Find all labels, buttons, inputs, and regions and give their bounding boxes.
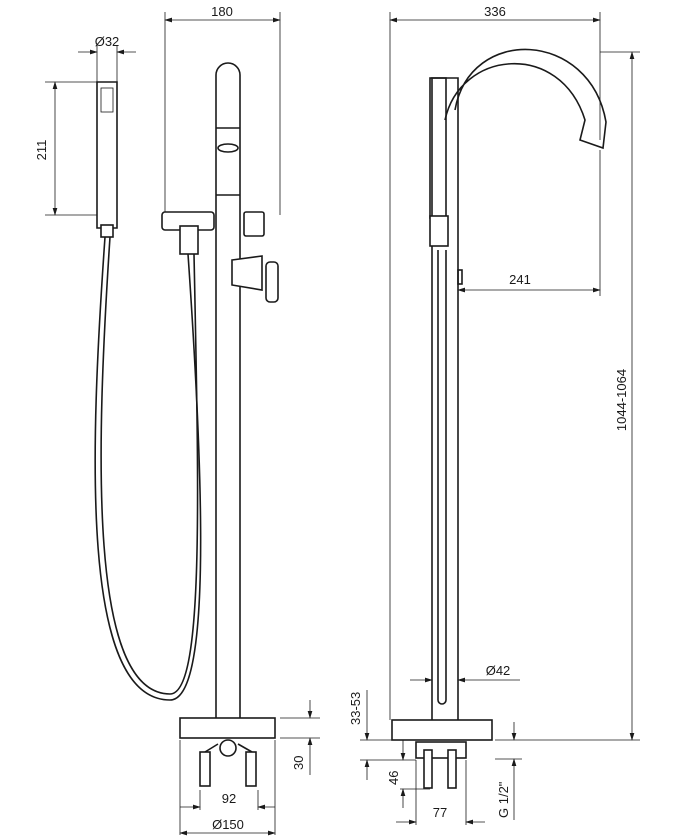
dimension-180: 180 <box>164 4 281 215</box>
bolt-spacing-label: 92 <box>222 791 236 806</box>
handshower-length-label: 211 <box>34 140 49 161</box>
side-view: 336 241 1044-1064 Ø42 33-53 <box>348 4 640 825</box>
stem-diameter-label: Ø42 <box>486 663 511 678</box>
spout <box>444 48 607 150</box>
connection-width-label: 77 <box>433 805 447 820</box>
faucet-stem <box>215 62 241 718</box>
thread-label: G 1/2" <box>496 781 511 818</box>
hose-connector <box>179 225 199 255</box>
total-depth-label: 336 <box>484 4 506 19</box>
connection-depth-label: 46 <box>386 771 401 785</box>
adjust-range-label: 33-53 <box>348 692 363 725</box>
base-plate-side <box>391 719 493 741</box>
spout-reach-label: 241 <box>509 272 531 287</box>
anchor-bolt <box>245 751 257 787</box>
shower-hose <box>94 236 202 701</box>
faucet-stem-side <box>431 77 459 720</box>
mixer-handle <box>231 255 263 291</box>
base-diameter-label: Ø150 <box>212 817 244 832</box>
hand-shower <box>96 81 118 229</box>
handshower-diameter-label: Ø32 <box>95 34 120 49</box>
base-height-label: 30 <box>291 756 306 770</box>
width-label: 180 <box>211 4 233 19</box>
front-view: 180 Ø32 211 <box>34 4 320 836</box>
base-plate <box>179 717 276 739</box>
aerator <box>217 143 239 153</box>
anchor-bolt <box>199 751 211 787</box>
total-height-label: 1044-1064 <box>614 369 629 431</box>
